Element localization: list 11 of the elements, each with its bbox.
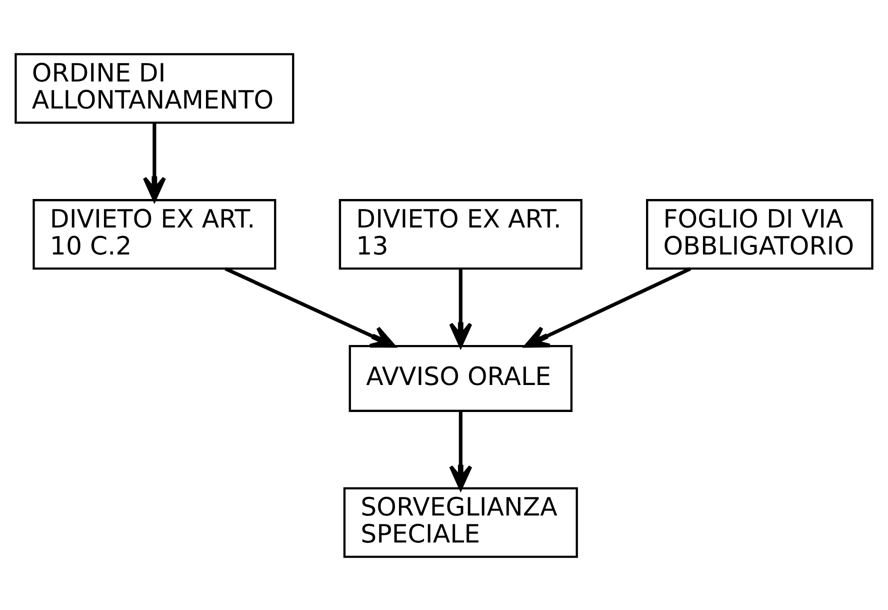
node-box: ORDINE DI ALLONTANAMENTO xyxy=(14,52,294,124)
arrow xyxy=(449,410,472,490)
arrow xyxy=(449,268,472,347)
arrow xyxy=(224,266,396,348)
arrow xyxy=(524,266,692,348)
node-box: DIVIETO EX ART. 10 C.2 xyxy=(32,198,276,270)
node-box: DIVIETO EX ART. 13 xyxy=(338,198,582,270)
arrow xyxy=(142,122,166,202)
node-box: AVVISO ORALE xyxy=(348,344,573,412)
node-box: FOGLIO DI VIA OBBLIGATORIO xyxy=(646,198,874,270)
node-box: SORVEGLIANZA SPECIALE xyxy=(343,486,578,558)
